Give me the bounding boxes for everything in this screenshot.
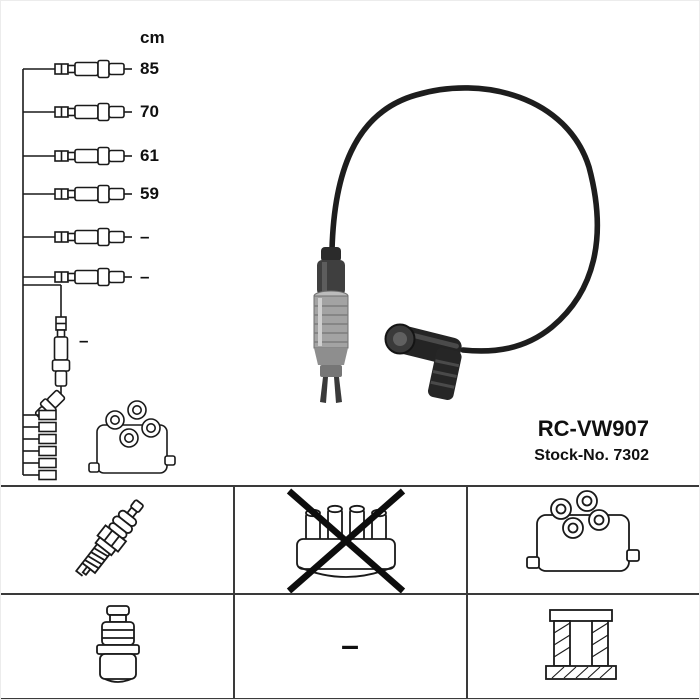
crossed-out-x-icon bbox=[286, 488, 406, 594]
main-cable-illustration bbox=[313, 85, 601, 403]
cable-symbol-7-vertical bbox=[23, 284, 71, 421]
product-stock-no: Stock-No. 7302 bbox=[534, 447, 649, 464]
ignition-coil-icon bbox=[526, 490, 640, 572]
vertical-cable-length-label: – bbox=[79, 331, 89, 350]
cable-loop bbox=[329, 85, 601, 354]
coil-terminal-stack bbox=[23, 409, 57, 481]
grid-dash-label: – bbox=[341, 627, 359, 663]
unit-label: cm bbox=[140, 28, 165, 47]
grid-hline-top bbox=[1, 485, 699, 487]
grid-vline-1 bbox=[233, 485, 235, 699]
spark-plug-icon bbox=[74, 499, 144, 577]
cable-symbol-3 bbox=[22, 146, 133, 166]
cable-length-schematic bbox=[22, 59, 176, 481]
product-model: RC-VW907 bbox=[537, 416, 649, 441]
coil-connector-illustration bbox=[313, 247, 349, 403]
cable-length-label-2: 70 bbox=[140, 102, 159, 121]
cable-length-label-1: 85 bbox=[140, 59, 159, 78]
coil-pack-drawing bbox=[88, 400, 176, 474]
cable-symbol-4 bbox=[22, 184, 133, 204]
cable-symbol-6 bbox=[22, 267, 133, 287]
cable-length-label-6: – bbox=[140, 267, 150, 286]
grid-vline-2 bbox=[466, 485, 468, 699]
cable-length-label-3: 61 bbox=[140, 146, 159, 165]
cable-symbol-2 bbox=[22, 102, 133, 122]
cable-length-label-4: 59 bbox=[140, 184, 159, 203]
cable-symbol-1 bbox=[22, 59, 133, 79]
coil-bracket-icon bbox=[545, 609, 617, 680]
cable-symbol-5 bbox=[22, 227, 133, 247]
grid-hline-bottom bbox=[1, 698, 699, 699]
connector-boot-icon bbox=[96, 605, 140, 683]
cable-length-label-5: – bbox=[140, 227, 150, 246]
grid-hline-middle bbox=[1, 593, 699, 595]
plug-boot-illustration bbox=[384, 323, 462, 401]
